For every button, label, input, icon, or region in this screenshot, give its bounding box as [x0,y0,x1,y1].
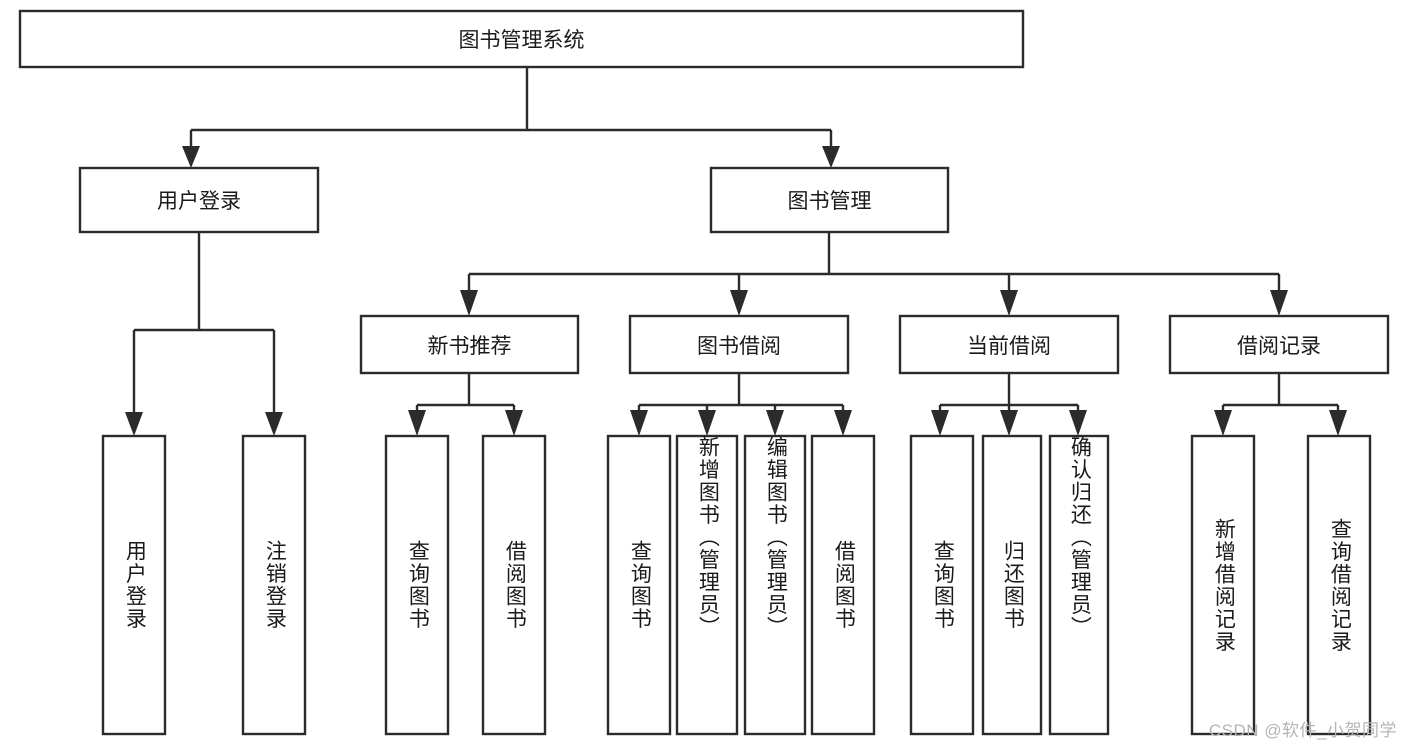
leaf-box-logout[interactable] [241,434,307,736]
arrow-head-bookborrow-leaf2 [698,410,716,436]
arrow-head-root-to-book-manage [822,146,840,168]
node-root-box[interactable] [18,9,1025,69]
arrow-head-root-to-user-login [182,146,200,168]
arrow-head-currentborrow-leaf1 [931,410,949,436]
arrow-head-userlogin-leaf1 [125,412,143,436]
arrow-head-bookborrow-leaf3 [766,410,784,436]
arrow-head-bookborrow-leaf1 [630,410,648,436]
leaf-box-borrow-add[interactable] [675,434,739,736]
node-current-borrow-box[interactable] [898,314,1120,375]
node-new-book-box[interactable] [359,314,580,375]
leaf-box-current-return[interactable] [981,434,1043,736]
leaf-box-record-query[interactable] [1306,434,1372,736]
arrow-head-l3-4 [1270,290,1288,316]
leaf-box-record-add[interactable] [1190,434,1256,736]
leaf-box-borrow-edit[interactable] [743,434,807,736]
arrow-head-borrowrecord-leaf2 [1329,410,1347,436]
arrow-head-l3-1 [460,290,478,316]
node-book-manage-box[interactable] [709,166,950,234]
leaf-box-current-confirm[interactable] [1048,434,1110,736]
arrow-head-newbook-leaf2 [505,410,523,436]
csdn-watermark: CSDN @软件_小贺同学 [1208,721,1397,740]
leaf-box-user-login[interactable] [101,434,167,736]
arrow-head-newbook-leaf1 [408,410,426,436]
arrow-head-bookborrow-leaf4 [834,410,852,436]
leaf-box-newbook-borrow[interactable] [481,434,547,736]
node-book-borrow-box[interactable] [628,314,850,375]
leaf-box-borrow-lend[interactable] [810,434,876,736]
arrow-head-l3-3 [1000,290,1018,316]
leaf-box-borrow-query[interactable] [606,434,672,736]
node-user-login-box[interactable] [78,166,320,234]
leaf-box-newbook-query[interactable] [384,434,450,736]
arrow-head-borrowrecord-leaf1 [1214,410,1232,436]
arrow-head-userlogin-leaf2 [265,412,283,436]
arrow-head-l3-2 [730,290,748,316]
leaf-box-current-query[interactable] [909,434,975,736]
node-borrow-record-box[interactable] [1168,314,1390,375]
arrow-head-currentborrow-leaf3 [1069,410,1087,436]
arrow-head-currentborrow-leaf2 [1000,410,1018,436]
